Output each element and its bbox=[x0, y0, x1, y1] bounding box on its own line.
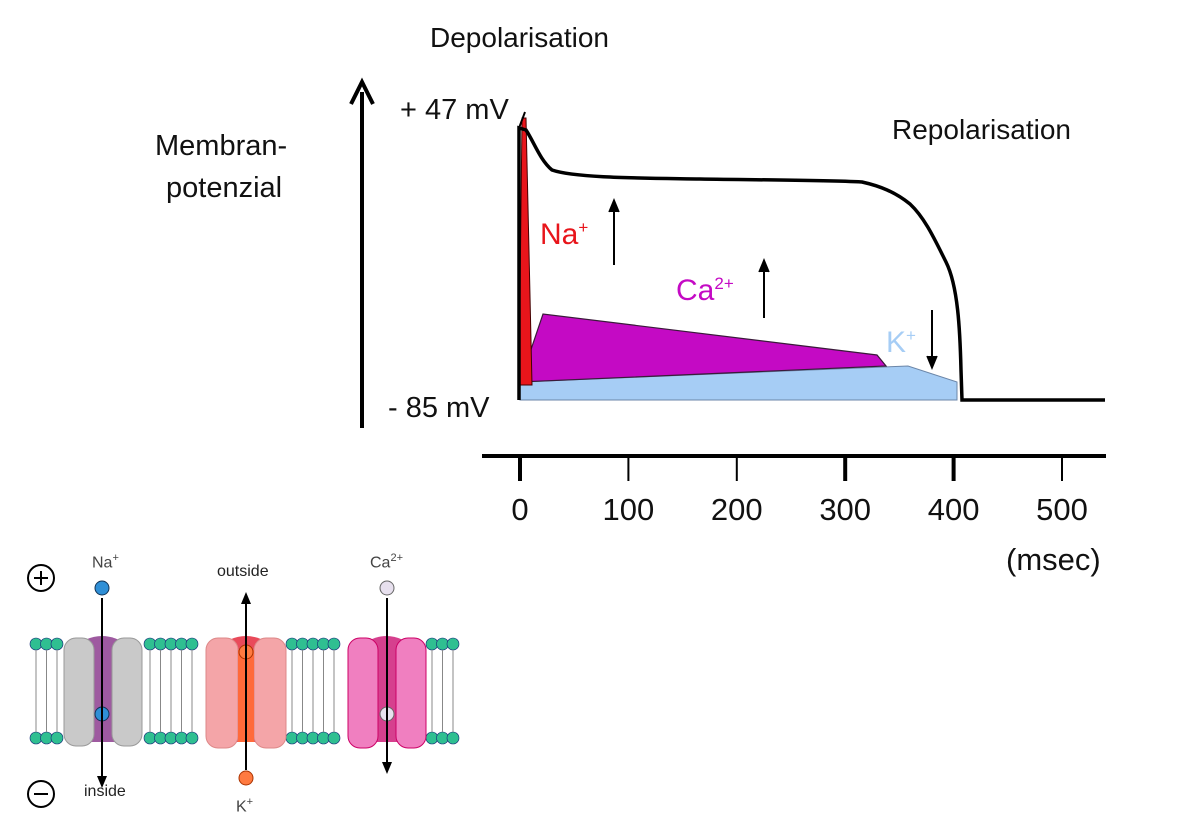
ca-ion-icon bbox=[379, 580, 395, 596]
spike-tip bbox=[518, 111, 526, 129]
action-potential-line bbox=[517, 125, 1105, 402]
k-channel-left bbox=[205, 637, 239, 749]
diagram-inside-label: inside bbox=[84, 783, 126, 800]
lipid-head-icon bbox=[446, 637, 460, 651]
x-tick-label-300: 300 bbox=[819, 492, 872, 527]
x-axis-unit-label: (msec) bbox=[1006, 542, 1101, 577]
na-current-area bbox=[518, 117, 533, 386]
k-ion-icon bbox=[238, 770, 254, 786]
x-tick-label-200: 200 bbox=[710, 492, 763, 527]
x-tick-label-100: 100 bbox=[602, 492, 655, 527]
lipid-head-icon bbox=[327, 637, 341, 651]
na-channel-left bbox=[63, 637, 95, 747]
k-arrow-head bbox=[926, 355, 938, 370]
voltage-top-label: + 47 mV bbox=[400, 94, 509, 126]
lipid-head-icon bbox=[164, 637, 178, 651]
x-tick-label-500: 500 bbox=[1036, 492, 1088, 527]
diagram-na-label: Na+ bbox=[92, 552, 119, 572]
k-channel-right bbox=[253, 637, 287, 749]
axis-label-line1: Membran- bbox=[155, 130, 288, 162]
na-ion-label: Na+ bbox=[540, 218, 589, 251]
lipid-head-icon bbox=[154, 731, 167, 745]
ca-channel-right bbox=[395, 637, 427, 749]
ca-channel-left bbox=[347, 637, 379, 749]
depolarisation-label: Depolarisation bbox=[430, 22, 609, 53]
lipid-head-icon bbox=[175, 731, 188, 745]
x-tick-label-0: 0 bbox=[511, 492, 529, 527]
diagram-ca-label: Ca2+ bbox=[370, 552, 403, 572]
lipid-head-icon bbox=[185, 731, 199, 745]
repolarisation-label: Repolarisation bbox=[892, 114, 1071, 145]
lipid-head-icon bbox=[50, 637, 64, 651]
na-arrow-head bbox=[608, 198, 620, 213]
y-axis-arrowhead bbox=[349, 77, 375, 105]
lipid-head-icon bbox=[143, 637, 157, 651]
lipid-head-icon bbox=[154, 637, 167, 651]
na-ion-icon bbox=[94, 580, 110, 596]
lipid-head-icon bbox=[185, 637, 199, 651]
na-channel-right bbox=[111, 637, 143, 747]
x-tick-label-400: 400 bbox=[927, 492, 980, 527]
lipid-head-icon bbox=[446, 731, 460, 745]
k-ion-label: K+ bbox=[886, 326, 916, 359]
plus-sign-icon bbox=[27, 564, 55, 592]
lipid-head-icon bbox=[327, 731, 341, 745]
minus-sign-icon bbox=[27, 780, 55, 808]
x-axis-ticks bbox=[518, 456, 1063, 481]
axis-label-line2: potenzial bbox=[166, 172, 283, 204]
lipid-head-icon bbox=[164, 731, 178, 745]
lipid-head-icon bbox=[50, 731, 64, 745]
ca-ion-label: Ca2+ bbox=[676, 274, 734, 307]
voltage-bottom-label: - 85 mV bbox=[388, 392, 490, 424]
ca-arrow-head bbox=[758, 258, 770, 273]
lipid-head-icon bbox=[143, 731, 157, 745]
membrane-channel-diagram bbox=[27, 564, 460, 808]
lipid-head-icon bbox=[175, 637, 188, 651]
diagram-k-label: K+ bbox=[236, 796, 254, 816]
ca-current-area bbox=[519, 313, 888, 383]
diagram-outside-label: outside bbox=[217, 563, 269, 580]
lipid-bilayer bbox=[29, 637, 460, 745]
